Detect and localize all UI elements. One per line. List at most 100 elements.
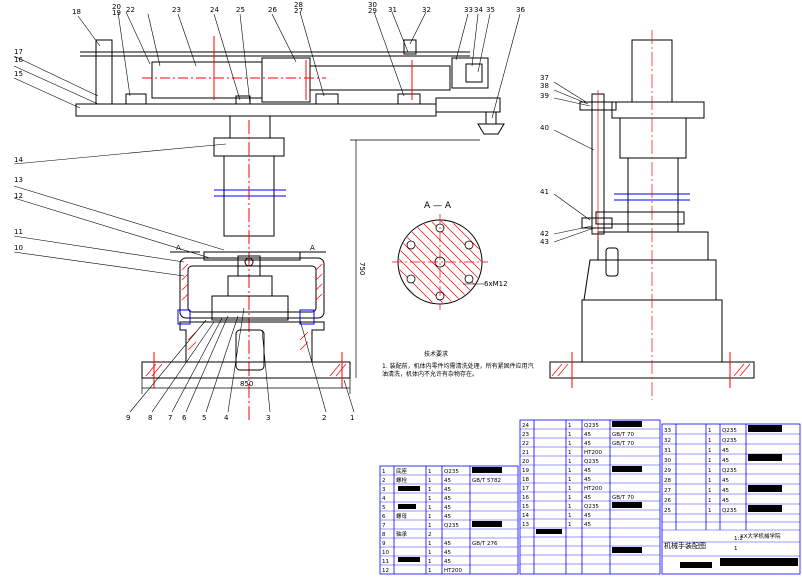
bom-cell-mat: 45 — [444, 487, 451, 493]
callout-42: 42 — [540, 230, 549, 238]
bom-cell-no: 3 — [382, 487, 386, 493]
callout-35: 35 — [486, 6, 495, 14]
callout-3: 3 — [266, 414, 270, 422]
callout-22: 22 — [126, 6, 135, 14]
bom-cell-mat: Q235 — [584, 459, 599, 465]
bom-cell-std: GB/T 276 — [472, 541, 498, 547]
bom-cell-mat: 45 — [444, 541, 451, 547]
bom-cell-mat: 45 — [444, 559, 451, 565]
bom-redactions — [398, 421, 798, 568]
bom-cell-qty: 1 — [428, 496, 432, 502]
bom-cell-qty: 1 — [568, 504, 572, 510]
callout-20: 20 — [112, 3, 121, 11]
callout-43: 43 — [540, 238, 549, 246]
bom-cell-no: 9 — [382, 541, 386, 547]
top-plate-right-block — [435, 97, 501, 113]
side-view — [549, 30, 755, 400]
bom-cell-std: GB/T 5782 — [472, 478, 501, 484]
callout-34: 34 — [474, 6, 483, 14]
bom-cell-qty: 1 — [568, 432, 572, 438]
bom-cell-mat: 45 — [722, 498, 729, 504]
callout-8: 8 — [148, 414, 152, 422]
callout-33: 33 — [464, 6, 473, 14]
bom-cell-no: 24 — [522, 423, 529, 429]
bom-cell-mat: HT200 — [444, 568, 462, 574]
bom-cell-name: 螺栓 — [396, 476, 408, 484]
bom-cell-qty: 1 — [428, 478, 432, 484]
bom-cell-mat: 45 — [444, 514, 451, 520]
bom-cell-no: 1 — [382, 469, 386, 475]
bom-cell-mat: 45 — [584, 468, 591, 474]
height-dimension: 750 — [358, 262, 366, 275]
bom-cell-mat: HT200 — [584, 486, 602, 492]
callout-18: 18 — [72, 8, 81, 16]
bom-cell-mat: 45 — [584, 441, 591, 447]
callout-38: 38 — [540, 82, 549, 90]
callout-16: 16 — [14, 56, 23, 64]
bom-cell-qty: 1 — [428, 568, 432, 574]
bom-cell-qty: 1 — [568, 495, 572, 501]
bom-cell-no: 23 — [522, 432, 529, 438]
callout-41: 41 — [540, 188, 549, 196]
callout-15: 15 — [14, 70, 23, 78]
bom-cell-no: 12 — [382, 568, 389, 574]
bom-cell-qty: 1 — [428, 541, 432, 547]
bom-cell-mat: Q235 — [722, 438, 737, 444]
bom-cell-std: GB/T 70 — [612, 441, 634, 447]
callout-23: 23 — [172, 6, 181, 14]
bom-cell-no: 28 — [664, 478, 671, 484]
bom-cell-mat: Q235 — [584, 423, 599, 429]
bom-cell-qty: 1 — [428, 514, 432, 520]
bom-cell-qty: 1 — [428, 487, 432, 493]
bom-cell-qty: 1 — [568, 477, 572, 483]
bom-cell-mat: Q235 — [444, 523, 459, 529]
bom-cell-no: 14 — [522, 513, 529, 519]
bom-cell-no: 15 — [522, 504, 529, 510]
bom-cell-qty: 1 — [428, 469, 432, 475]
bom-cell-no: 13 — [522, 522, 529, 528]
notes-title: 技术要求 — [424, 350, 448, 358]
callout-11: 11 — [14, 228, 23, 236]
section-marker-right: A — [310, 244, 315, 252]
callout-36: 36 — [516, 6, 525, 14]
bom-cell-name: 轴承 — [396, 530, 408, 538]
bom-cell-qty: 1 — [568, 441, 572, 447]
bom-cell-no: 22 — [522, 441, 529, 447]
bom-cell-mat: 45 — [584, 522, 591, 528]
bom-cell-qty: 1 — [708, 448, 712, 454]
bom-cell-no: 26 — [664, 498, 671, 504]
callout-6: 6 — [182, 414, 187, 422]
base-dimension: 850 — [240, 380, 253, 388]
callout-30: 30 — [368, 1, 377, 9]
cylinder-head — [261, 57, 311, 103]
top-plate — [75, 103, 437, 117]
callout-28: 28 — [294, 1, 303, 9]
section-a-a — [392, 214, 488, 310]
bom-cell-qty: 1 — [708, 498, 712, 504]
front-view — [75, 36, 505, 420]
callout-1: 1 — [350, 414, 354, 422]
callout-13: 13 — [14, 176, 23, 184]
notes-line-1: 1. 装配前，机体内零件均需清洗处理，所有紧固件应用汽 — [382, 362, 534, 370]
hole-spec: 6xM12 — [484, 280, 508, 288]
bom-cell-mat: 45 — [722, 448, 729, 454]
callout-24: 24 — [210, 6, 219, 14]
bom-rowlines — [380, 428, 800, 566]
bom-cell-qty: 1 — [708, 438, 712, 444]
school-name: XX大学机械学院 — [740, 532, 781, 540]
bom-cell-name: 底座 — [396, 467, 408, 475]
notes-line-2: 油清洗，机体内不允许有杂物存在。 — [382, 370, 478, 378]
callout-27: 27 — [294, 7, 303, 15]
bom-cell-std: GB/T 70 — [612, 432, 634, 438]
callout-2: 2 — [322, 414, 326, 422]
callout-5: 5 — [202, 414, 206, 422]
bom-cell-qty: 1 — [568, 513, 572, 519]
bom-cell-no: 21 — [522, 450, 529, 456]
callout-10: 10 — [14, 244, 23, 252]
drawing-title: 机械手装配图 — [664, 541, 706, 550]
bom-cell-no: 32 — [664, 438, 671, 444]
bom-cell-qty: 1 — [708, 478, 712, 484]
bom-cell-qty: 1 — [708, 428, 712, 434]
